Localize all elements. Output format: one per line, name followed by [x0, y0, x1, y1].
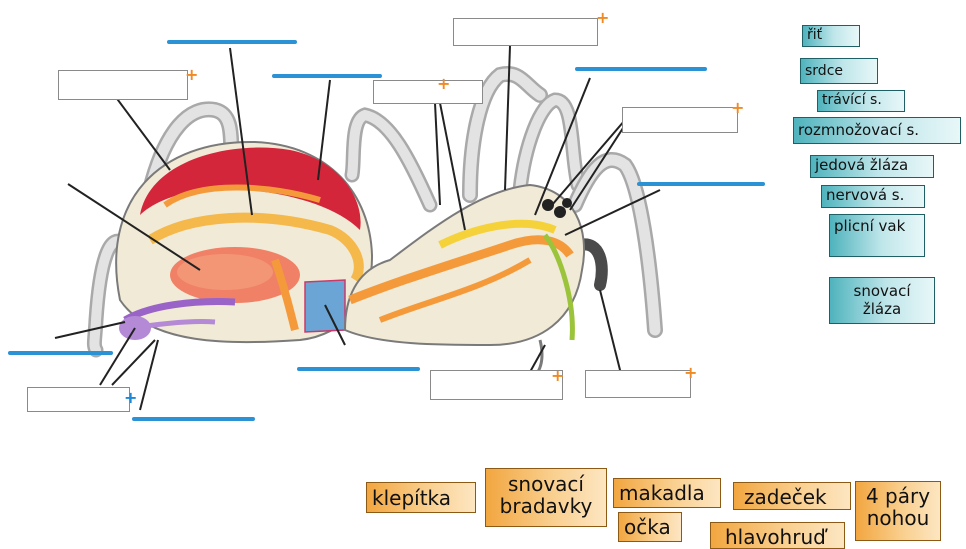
- handle-plus-icon[interactable]: +: [551, 368, 564, 384]
- drop-line[interactable]: [575, 67, 707, 71]
- drop-box[interactable]: [430, 370, 563, 400]
- chip-zadecek[interactable]: zadeček: [733, 482, 851, 510]
- cephalothorax-shape: [345, 185, 584, 378]
- drop-box[interactable]: [27, 387, 130, 412]
- chip-snovaci-bradavky[interactable]: snovací bradavky: [485, 468, 607, 527]
- handle-plus-icon[interactable]: +: [596, 10, 609, 26]
- chip-jedova-zlaza[interactable]: jedová žláza: [810, 155, 934, 178]
- drop-box[interactable]: [373, 80, 483, 104]
- chip-travici[interactable]: trávící s.: [817, 90, 905, 112]
- drop-box[interactable]: [585, 370, 691, 398]
- chip-klepitka[interactable]: klepítka: [366, 482, 476, 513]
- chip-nervova[interactable]: nervová s.: [821, 185, 925, 208]
- abdomen-shape: [116, 142, 372, 342]
- handle-plus-icon[interactable]: +: [124, 390, 137, 406]
- chip-srdce[interactable]: srdce: [800, 58, 878, 84]
- chip-rozmnozovaci[interactable]: rozmnožovací s.: [793, 117, 961, 144]
- drop-line[interactable]: [297, 367, 420, 371]
- drop-line[interactable]: [272, 74, 382, 78]
- drop-line[interactable]: [8, 351, 113, 355]
- chip-ocka[interactable]: očka: [618, 512, 682, 542]
- chip-4-pary-nohou[interactable]: 4 páry nohou: [855, 481, 941, 541]
- handle-plus-icon[interactable]: +: [731, 100, 744, 116]
- chip-plicni-vak[interactable]: plicní vak: [829, 214, 925, 257]
- chip-snovaci-zlaza[interactable]: snovací žláza: [829, 277, 935, 324]
- drop-line[interactable]: [167, 40, 297, 44]
- drop-box[interactable]: [622, 107, 738, 133]
- handle-plus-icon[interactable]: +: [185, 67, 198, 83]
- drop-box[interactable]: [453, 18, 598, 46]
- handle-plus-icon[interactable]: +: [437, 76, 450, 92]
- handle-plus-icon[interactable]: +: [684, 365, 697, 381]
- chip-makadla[interactable]: makadla: [613, 478, 721, 508]
- chip-hlavohrud[interactable]: hlavohruď: [710, 522, 845, 549]
- drop-line[interactable]: [637, 182, 765, 186]
- drop-box[interactable]: [58, 70, 188, 100]
- drop-line[interactable]: [132, 417, 255, 421]
- chip-rit[interactable]: řiť: [802, 25, 860, 47]
